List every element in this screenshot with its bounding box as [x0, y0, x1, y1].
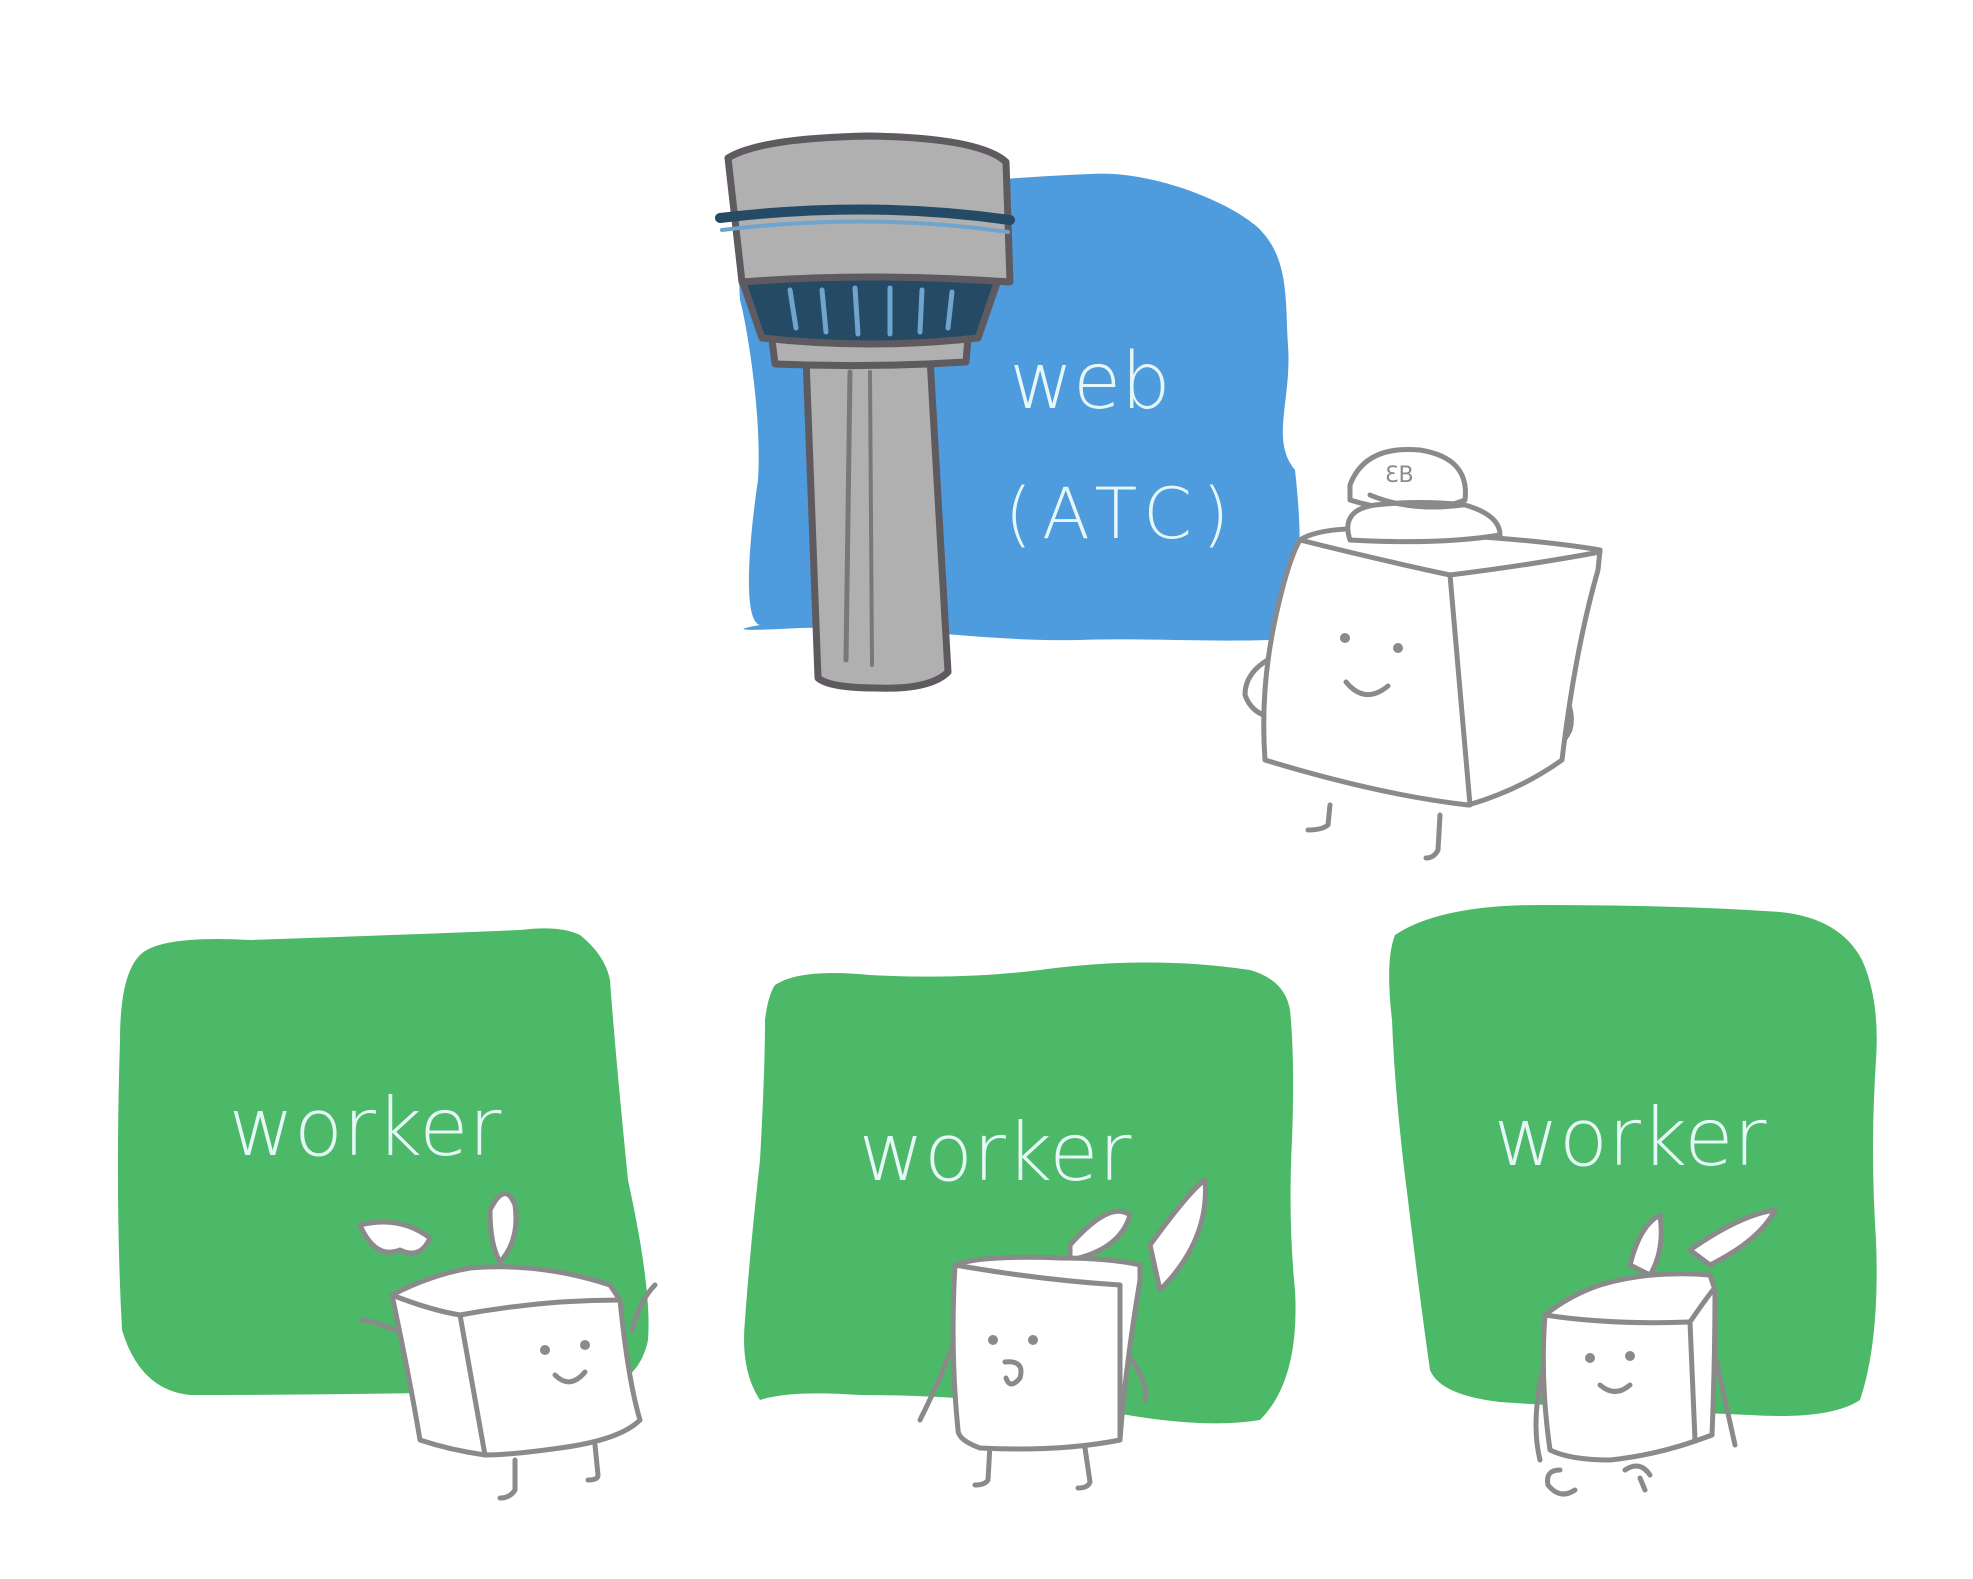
- cube-character-icon: ƐB: [1242, 446, 1603, 861]
- winged-cube-character-icon: [1533, 1207, 1778, 1497]
- worker-label: worker: [229, 1081, 502, 1174]
- web-node: web (ATC): [715, 132, 1603, 861]
- worker-background: [1389, 905, 1877, 1416]
- web-sublabel: (ATC): [1005, 473, 1240, 555]
- control-tower-icon: [715, 132, 1015, 692]
- worker-node-2: worker: [744, 962, 1296, 1491]
- winged-cube-character-icon: [357, 1191, 658, 1501]
- worker-node-1: worker: [117, 928, 658, 1501]
- svg-text:ƐB: ƐB: [1385, 463, 1414, 488]
- worker-label: worker: [1494, 1091, 1767, 1184]
- worker-label: worker: [859, 1106, 1132, 1199]
- web-label: web: [1009, 337, 1170, 427]
- worker-node-3: worker: [1389, 905, 1877, 1497]
- winged-cube-character-icon: [917, 1177, 1208, 1491]
- worker-background: [744, 962, 1296, 1424]
